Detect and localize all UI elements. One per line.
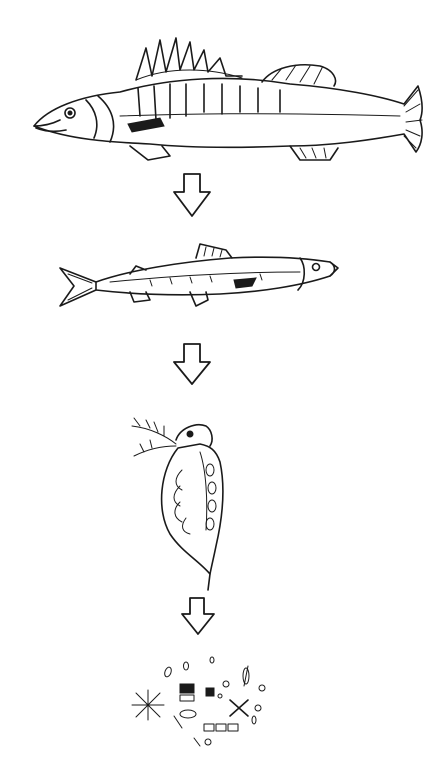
algae-cluster-drawing — [132, 657, 265, 746]
hollow-down-arrow — [174, 344, 210, 384]
hollow-down-arrow — [182, 598, 214, 634]
hollow-down-arrow — [174, 174, 210, 216]
water-flea-drawing — [132, 418, 223, 590]
small-fish-drawing — [60, 244, 338, 306]
perch-fish-drawing — [34, 38, 422, 160]
